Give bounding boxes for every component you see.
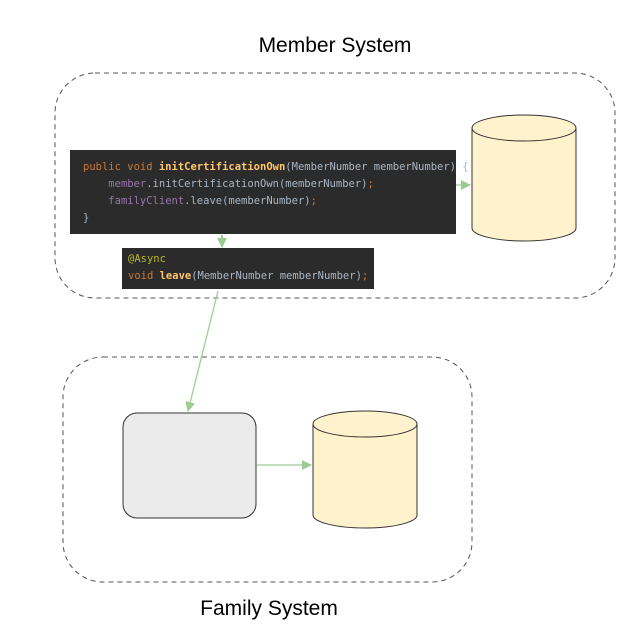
member-system-boundary <box>54 72 616 299</box>
code-token: ; <box>361 270 369 282</box>
code-token: void <box>128 270 160 282</box>
family-service <box>122 412 257 519</box>
code-token: ; <box>310 195 317 207</box>
code-line: familyClient.leave(memberNumber); <box>83 193 456 210</box>
code-line: @Async <box>128 251 374 268</box>
arrow-client-to-family <box>185 290 219 412</box>
code-token: } <box>83 212 90 224</box>
code-token: initCertificationOwn <box>158 161 286 173</box>
code-token: member <box>108 178 147 190</box>
code-line: public void initCertificationOwn(MemberN… <box>83 159 469 176</box>
code-line: member.initCertificationOwn(memberNumber… <box>83 176 456 193</box>
family-database <box>312 410 418 529</box>
code-token: @Async <box>128 253 166 265</box>
code-line: void leave(MemberNumber memberNumber); <box>128 268 374 285</box>
code-token: public void <box>83 161 159 173</box>
code-token <box>83 178 108 190</box>
code-token <box>83 195 108 207</box>
code-token: .leave(memberNumber) <box>184 195 311 207</box>
code-line: } <box>83 210 456 227</box>
code-token: leave <box>159 270 192 282</box>
member-system-title: Member System <box>258 34 412 57</box>
code-token: .initCertificationOwn(memberNumber) <box>146 178 368 190</box>
member-database <box>471 114 577 242</box>
code-token: familyClient <box>108 195 185 207</box>
code-token: ; <box>367 178 374 190</box>
family-client-leave-code: @Async void leave(MemberNumber memberNumb… <box>122 248 374 289</box>
family-system-boundary <box>62 356 473 583</box>
init-certification-code: public void initCertificationOwn(MemberN… <box>70 150 469 234</box>
code-token: (MemberNumber memberNumber) { <box>285 161 469 173</box>
code-token: (MemberNumber memberNumber) <box>191 270 362 282</box>
family-system-title: Family System <box>200 597 338 620</box>
